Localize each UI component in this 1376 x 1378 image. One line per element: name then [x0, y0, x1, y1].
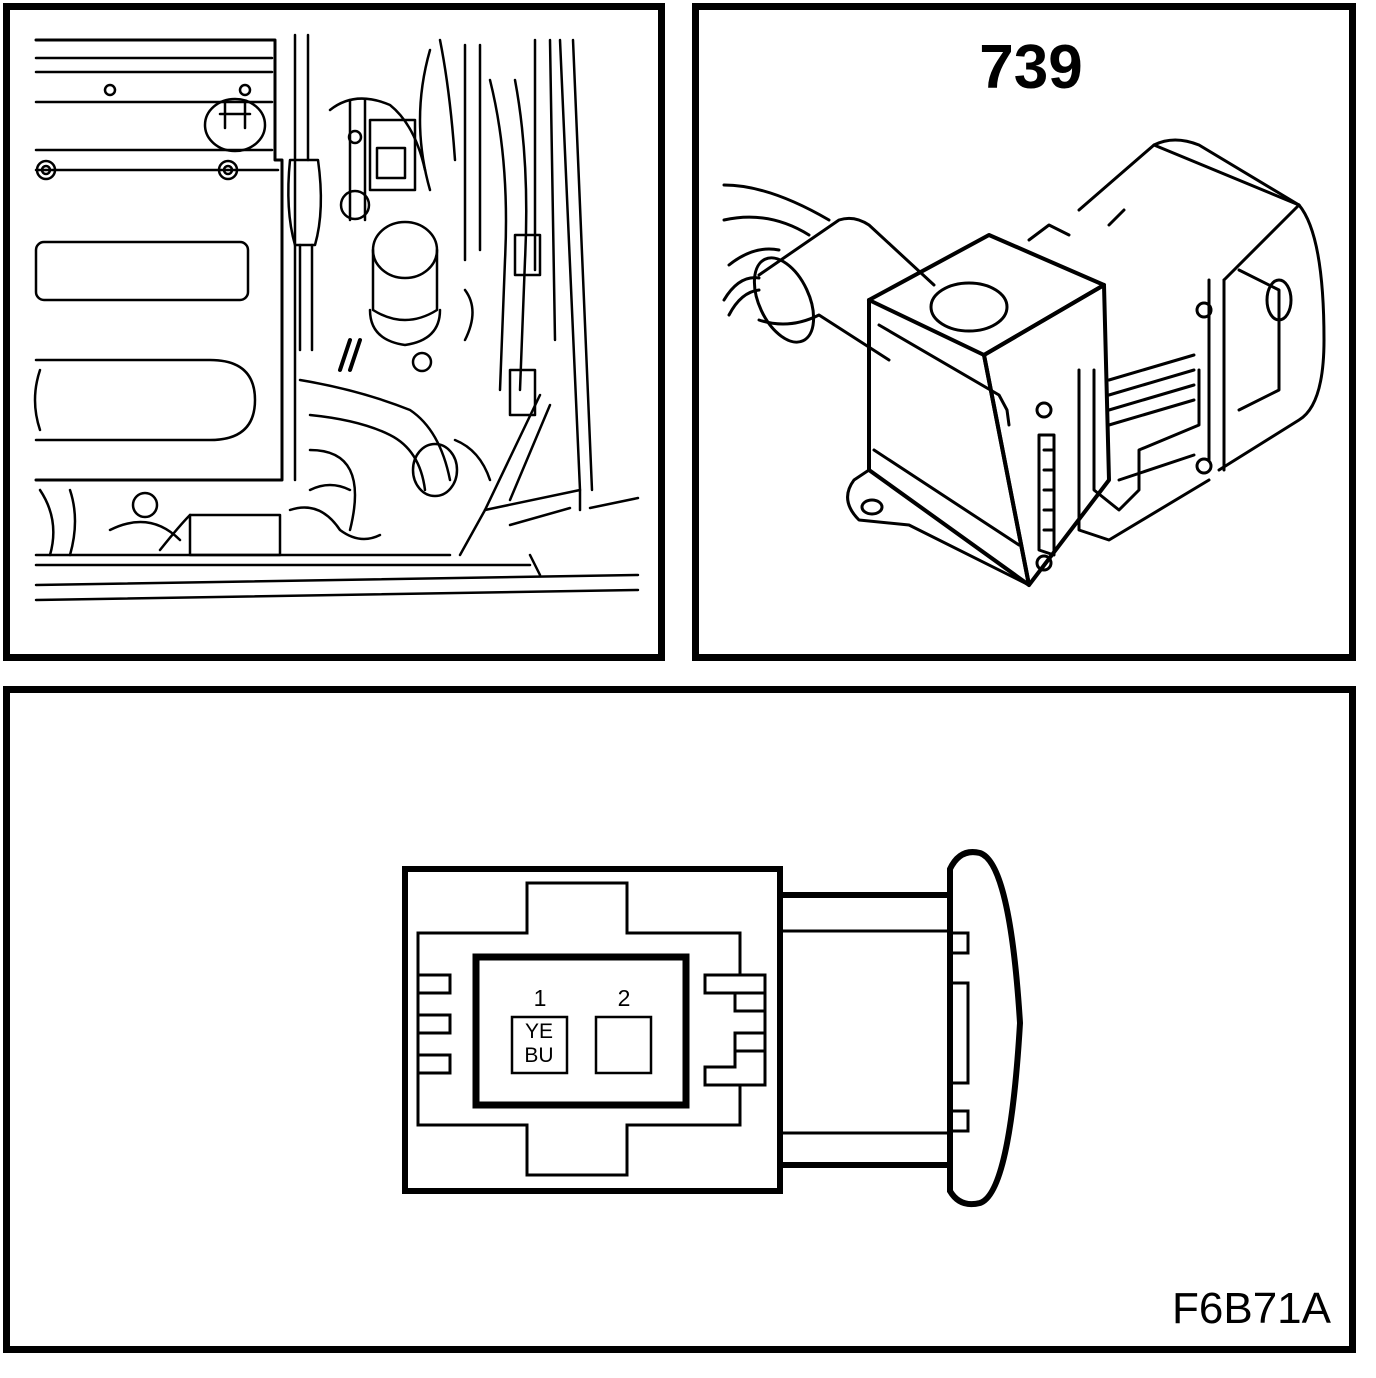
engine-bay-view — [3, 3, 665, 661]
connector-view: 739 — [692, 3, 1356, 661]
pin-1-cavity — [510, 1015, 569, 1075]
figure-code: F6B71A — [1172, 1284, 1331, 1333]
pin-1-wire-color-2: BU — [524, 1044, 554, 1067]
connector-face-drawing — [402, 849, 1024, 1208]
connector-number: 739 — [979, 33, 1083, 102]
connector-illustration — [722, 138, 1326, 587]
pin-1-wire-color-1: YE — [524, 1020, 553, 1043]
pinout-view: 1 2 YE BU F6B71A — [3, 686, 1356, 1353]
pin-2-number: 2 — [617, 985, 631, 1011]
pin-2-cavity — [594, 1015, 653, 1075]
engine-bay-illustration — [33, 33, 640, 602]
pin-1-number: 1 — [533, 985, 547, 1011]
